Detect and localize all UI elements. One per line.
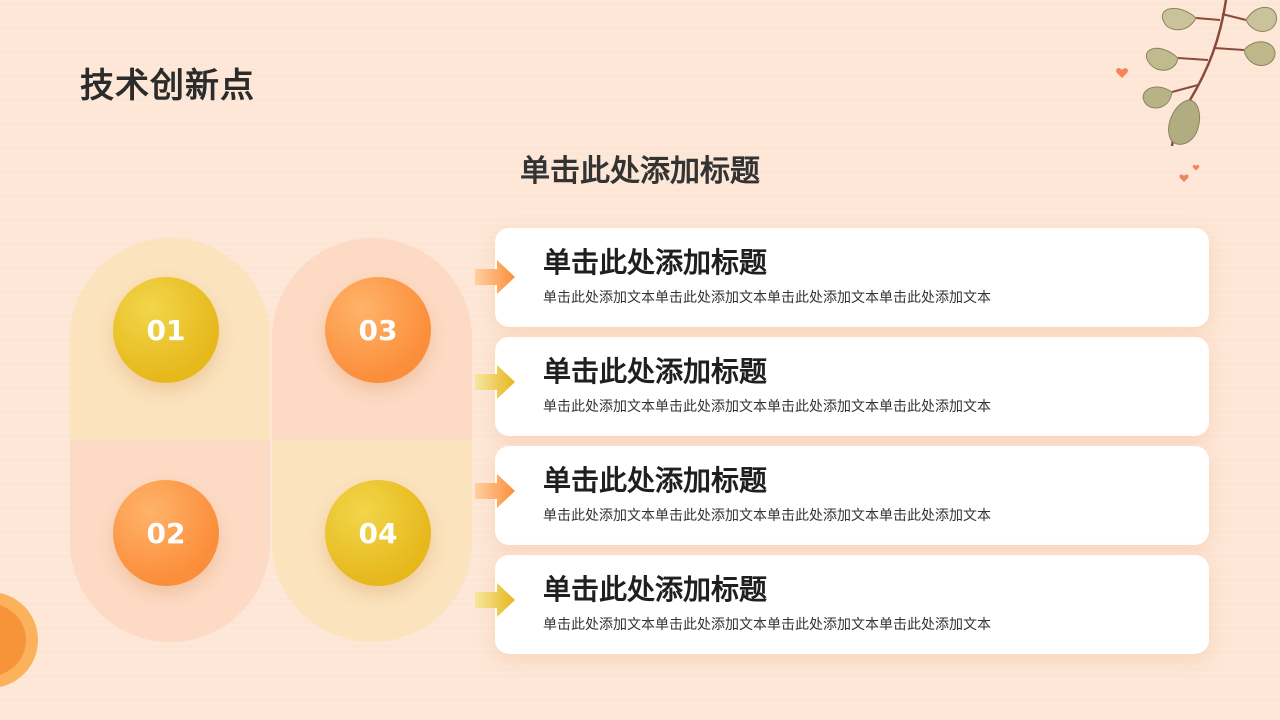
arrow-right-icon xyxy=(475,260,515,294)
section-title: 单击此处添加标题 xyxy=(520,154,760,189)
card-text[interactable]: 单击此处添加文本单击此处添加文本单击此处添加文本单击此处添加文本 xyxy=(543,399,991,415)
corner-circle-shape xyxy=(0,593,38,687)
arrow-right-icon xyxy=(475,474,515,508)
arrow-right-icon xyxy=(475,365,515,399)
ginkgo-leaf-icon xyxy=(1116,0,1277,182)
content-card-1[interactable]: 单击此处添加标题 单击此处添加文本单击此处添加文本单击此处添加文本单击此处添加文… xyxy=(495,228,1209,327)
card-text[interactable]: 单击此处添加文本单击此处添加文本单击此处添加文本单击此处添加文本 xyxy=(543,508,991,524)
pill-column-left xyxy=(70,238,270,642)
badge-04: 04 xyxy=(325,480,431,586)
content-card-4[interactable]: 单击此处添加标题 单击此处添加文本单击此处添加文本单击此处添加文本单击此处添加文… xyxy=(495,555,1209,654)
card-title[interactable]: 单击此处添加标题 xyxy=(543,573,768,606)
content-card-2[interactable]: 单击此处添加标题 单击此处添加文本单击此处添加文本单击此处添加文本单击此处添加文… xyxy=(495,337,1209,436)
page-title: 技术创新点 xyxy=(80,66,255,106)
arrow-right-icon xyxy=(475,583,515,617)
badge-03: 03 xyxy=(325,277,431,383)
card-title[interactable]: 单击此处添加标题 xyxy=(543,464,768,497)
card-title[interactable]: 单击此处添加标题 xyxy=(543,246,768,279)
card-text[interactable]: 单击此处添加文本单击此处添加文本单击此处添加文本单击此处添加文本 xyxy=(543,290,991,306)
content-card-3[interactable]: 单击此处添加标题 单击此处添加文本单击此处添加文本单击此处添加文本单击此处添加文… xyxy=(495,446,1209,545)
card-text[interactable]: 单击此处添加文本单击此处添加文本单击此处添加文本单击此处添加文本 xyxy=(543,617,991,633)
card-title[interactable]: 单击此处添加标题 xyxy=(543,355,768,388)
badge-01: 01 xyxy=(113,277,219,383)
badge-02: 02 xyxy=(113,480,219,586)
